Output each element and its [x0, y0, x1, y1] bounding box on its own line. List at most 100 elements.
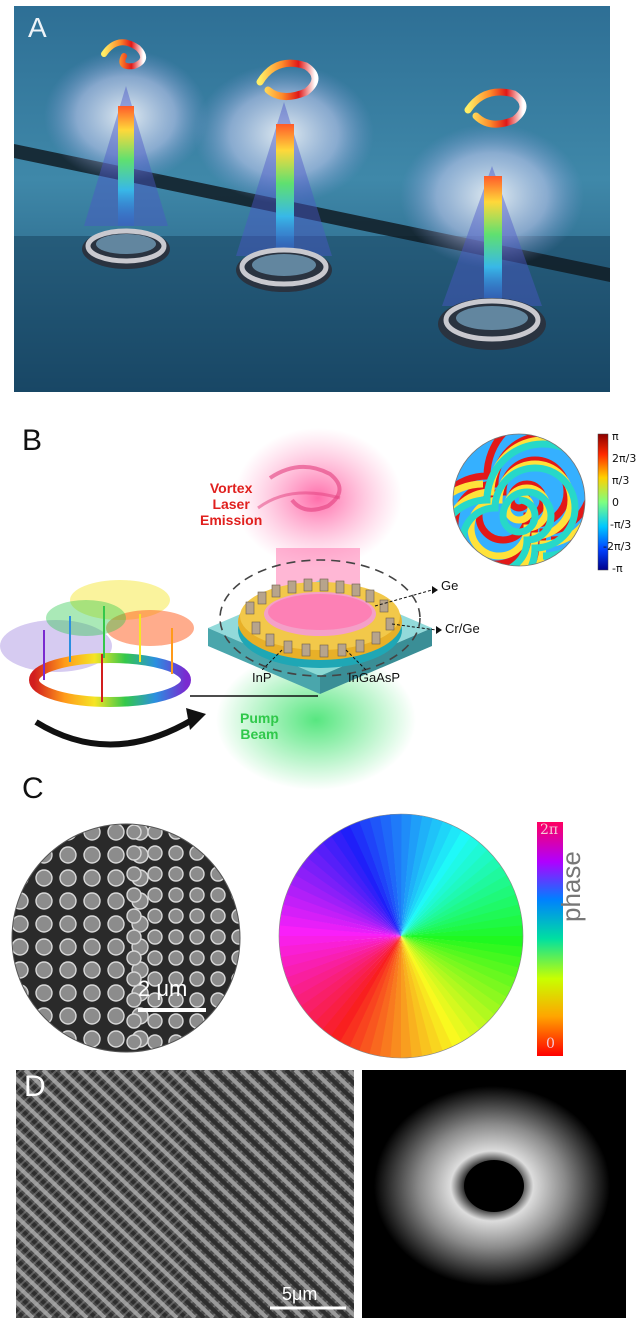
vortex-emitter-2: [194, 59, 374, 292]
panel-a-label: A: [28, 12, 47, 43]
phase-wedge: [366, 936, 401, 1058]
pump-beam-glow: [216, 650, 416, 790]
phase-wedge: [346, 814, 401, 936]
grating-line: [16, 1070, 193, 1240]
grating-line: [16, 1127, 215, 1318]
grating-line: [16, 1075, 269, 1318]
grating-line: [16, 1070, 220, 1266]
nanopillar: [231, 887, 240, 903]
nanopillar: [107, 938, 125, 956]
nanopillar: [231, 845, 240, 861]
panel-b-illustration: [0, 428, 609, 790]
nanopillar: [231, 1034, 240, 1050]
grating-line: [16, 1230, 107, 1318]
grating-line: [275, 1070, 354, 1147]
grating-line: [246, 1214, 354, 1318]
emission-word-3: Emission: [200, 512, 263, 528]
grating-line: [16, 1070, 112, 1162]
phase-wedge: [356, 936, 401, 1058]
nanopillar: [35, 824, 53, 841]
nanopillar: [107, 915, 125, 933]
grating-line: [266, 1070, 354, 1155]
sem-image-nanopillars: [11, 823, 241, 1053]
nanopillar: [12, 846, 29, 864]
phase-wedge: [401, 823, 477, 936]
grating-line: [16, 1238, 98, 1318]
grating-line: [257, 1070, 354, 1164]
nanopillar: [147, 971, 163, 987]
grating-line: [16, 1178, 161, 1318]
nanopillar: [59, 846, 77, 864]
nanopillar: [12, 915, 29, 933]
nanopillar: [210, 971, 226, 987]
nanopillar: [35, 846, 53, 864]
colorbar-tick: 2π/3: [612, 452, 636, 465]
grating-line: [16, 1118, 224, 1318]
nanopillar: [189, 866, 205, 882]
grating-line: [68, 1070, 332, 1318]
nanopillar: [147, 866, 163, 882]
grating-line: [291, 1257, 354, 1318]
grating-line: [237, 1205, 354, 1318]
grating-line: [16, 1070, 121, 1171]
microring-resonator: [219, 559, 421, 677]
grating-line: [293, 1070, 354, 1130]
nanopillar: [210, 950, 226, 966]
nanopillar: [35, 1030, 53, 1048]
grating-line: [16, 1070, 76, 1128]
phase-wedge: [279, 936, 401, 991]
nanopillar: [231, 1013, 240, 1029]
phase-wedge: [401, 814, 436, 936]
phase-wedge: [317, 829, 401, 936]
phase-wedge: [401, 913, 523, 936]
phase-wedge: [401, 852, 508, 936]
grating-line: [156, 1128, 354, 1318]
nanopillar: [83, 961, 101, 979]
nanopillar: [147, 908, 163, 924]
phase-wedge: [345, 936, 401, 1058]
grating-line: [212, 1070, 354, 1207]
nanopillar: [126, 866, 142, 882]
pump-word-2: Beam: [240, 726, 279, 742]
nanopillar: [107, 1030, 125, 1048]
grating-line: [264, 1231, 354, 1318]
phase-wedge: [401, 936, 519, 1002]
nanopillar: [189, 908, 205, 924]
panel-c: C 2 μm 2π 0 phase: [0, 770, 632, 1070]
vortex-emitter-1: [44, 39, 208, 269]
nanopillar: [107, 1007, 125, 1025]
nanopillar: [12, 1007, 29, 1025]
grating-line: [0, 1070, 12, 1318]
grating-line: [16, 1070, 103, 1154]
nanopillar: [231, 992, 240, 1008]
grating-line: [183, 1154, 354, 1318]
grating-line: [140, 1070, 354, 1275]
nanopillar: [189, 1034, 205, 1050]
nanopillar: [147, 992, 163, 1008]
grating-line: [194, 1070, 354, 1224]
phase-wedge: [401, 836, 494, 936]
grating-line: [255, 1223, 354, 1318]
grating-line: [158, 1070, 354, 1258]
nanopillar: [126, 1034, 142, 1050]
nanopillar: [12, 824, 29, 841]
grating-line: [221, 1070, 354, 1198]
nanopillar: [168, 887, 184, 903]
grating-line: [16, 1273, 62, 1318]
phase-wedge: [401, 891, 523, 936]
nanopillar: [168, 971, 184, 987]
nanopillar: [107, 961, 125, 979]
vortex-emitter-3: [400, 88, 584, 350]
phase-wedge: [325, 936, 401, 1049]
grating-line: [16, 1070, 211, 1257]
nanopillar: [168, 908, 184, 924]
nanopillar: [126, 824, 142, 840]
phase-wedge: [282, 936, 401, 1001]
phase-wedge: [301, 843, 401, 936]
grating-line: [0, 1070, 6, 1318]
grating-line: [16, 1264, 71, 1318]
panel-c-illustration: [11, 813, 563, 1059]
grating-line: [219, 1188, 354, 1318]
phase-wedge: [401, 844, 501, 936]
grating-line: [16, 1070, 130, 1180]
